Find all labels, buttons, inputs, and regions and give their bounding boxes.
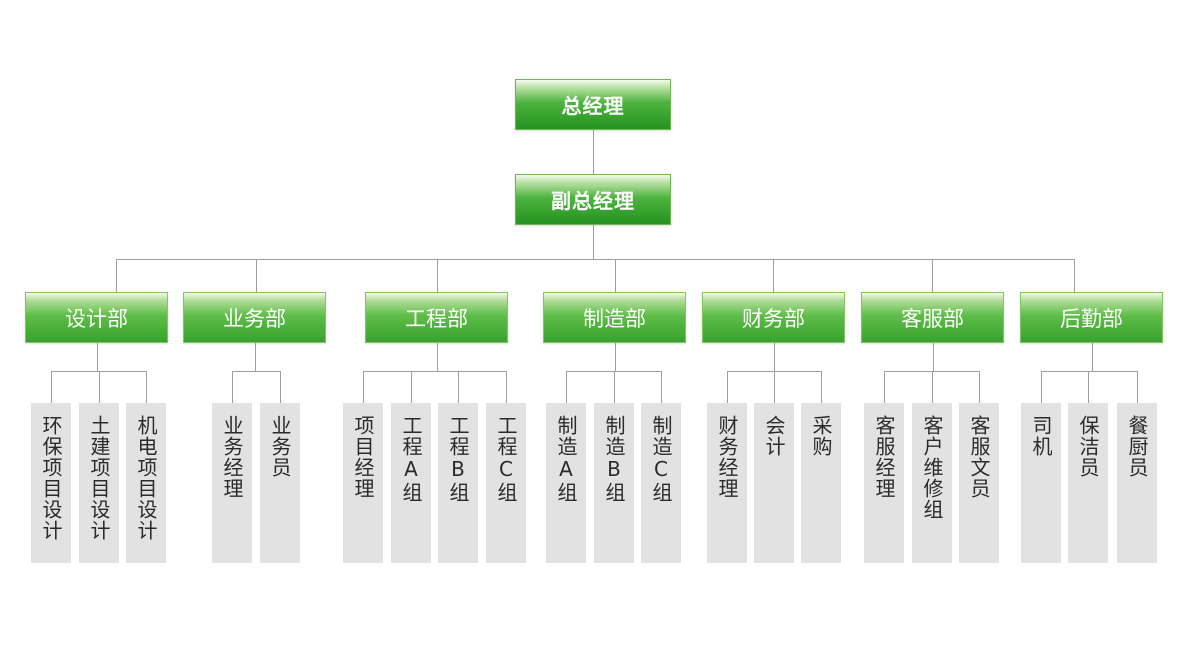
sub-unit-box: 采购 bbox=[801, 403, 841, 563]
department-box: 设计部 bbox=[25, 292, 168, 343]
sub-unit-label: 机电项目设计 bbox=[134, 415, 158, 541]
sub-unit-box: 项目经理 bbox=[343, 403, 383, 563]
general-manager-box: 总经理 bbox=[515, 79, 671, 130]
sub-unit-label: 财务经理 bbox=[715, 415, 739, 499]
deputy-general-manager-label: 副总经理 bbox=[551, 189, 635, 213]
department-label: 业务部 bbox=[223, 306, 286, 331]
sub-unit-label: 工程B组 bbox=[446, 415, 470, 503]
department-box: 客服部 bbox=[861, 292, 1004, 343]
department-box: 制造部 bbox=[543, 292, 686, 343]
deputy-general-manager-box: 副总经理 bbox=[515, 174, 671, 225]
sub-unit-box: 工程A组 bbox=[391, 403, 431, 563]
sub-unit-box: 工程C组 bbox=[486, 403, 526, 563]
sub-unit-label: 土建项目设计 bbox=[87, 415, 111, 541]
sub-unit-box: 制造C组 bbox=[641, 403, 681, 563]
sub-unit-label: 客户维修组 bbox=[920, 415, 944, 520]
sub-unit-box: 客服文员 bbox=[959, 403, 999, 563]
department-box: 后勤部 bbox=[1020, 292, 1163, 343]
sub-unit-box: 客服经理 bbox=[864, 403, 904, 563]
sub-unit-box: 客户维修组 bbox=[912, 403, 952, 563]
sub-unit-label: 业务经理 bbox=[220, 415, 244, 499]
sub-unit-label: 保洁员 bbox=[1076, 415, 1100, 478]
department-box: 业务部 bbox=[183, 292, 326, 343]
sub-unit-label: 制造B组 bbox=[602, 415, 626, 503]
sub-unit-box: 业务员 bbox=[260, 403, 300, 563]
sub-unit-label: 工程C组 bbox=[494, 415, 518, 503]
sub-unit-box: 保洁员 bbox=[1068, 403, 1108, 563]
sub-unit-box: 财务经理 bbox=[707, 403, 747, 563]
sub-unit-label: 司机 bbox=[1029, 415, 1053, 457]
sub-unit-box: 土建项目设计 bbox=[79, 403, 119, 563]
sub-unit-box: 环保项目设计 bbox=[31, 403, 71, 563]
department-label: 财务部 bbox=[742, 306, 805, 331]
sub-unit-label: 采购 bbox=[809, 415, 833, 457]
sub-unit-box: 会计 bbox=[754, 403, 794, 563]
department-label: 客服部 bbox=[901, 306, 964, 331]
sub-unit-label: 餐厨员 bbox=[1125, 415, 1149, 478]
department-label: 制造部 bbox=[583, 306, 646, 331]
sub-unit-label: 业务员 bbox=[268, 415, 292, 478]
sub-unit-box: 制造B组 bbox=[594, 403, 634, 563]
sub-unit-box: 业务经理 bbox=[212, 403, 252, 563]
department-box: 财务部 bbox=[702, 292, 845, 343]
sub-unit-box: 机电项目设计 bbox=[126, 403, 166, 563]
department-label: 工程部 bbox=[405, 306, 468, 331]
sub-unit-label: 制造A组 bbox=[554, 415, 578, 503]
department-label: 设计部 bbox=[65, 306, 128, 331]
sub-unit-label: 会计 bbox=[762, 415, 786, 457]
sub-unit-box: 制造A组 bbox=[546, 403, 586, 563]
general-manager-label: 总经理 bbox=[561, 94, 625, 118]
sub-unit-label: 制造C组 bbox=[649, 415, 673, 503]
sub-unit-label: 环保项目设计 bbox=[39, 415, 63, 541]
sub-unit-label: 项目经理 bbox=[351, 415, 375, 499]
sub-unit-label: 工程A组 bbox=[399, 415, 423, 503]
department-label: 后勤部 bbox=[1060, 306, 1123, 331]
sub-unit-label: 客服经理 bbox=[872, 415, 896, 499]
sub-unit-box: 餐厨员 bbox=[1117, 403, 1157, 563]
sub-unit-box: 工程B组 bbox=[438, 403, 478, 563]
department-box: 工程部 bbox=[365, 292, 508, 343]
sub-unit-box: 司机 bbox=[1021, 403, 1061, 563]
sub-unit-label: 客服文员 bbox=[967, 415, 991, 499]
